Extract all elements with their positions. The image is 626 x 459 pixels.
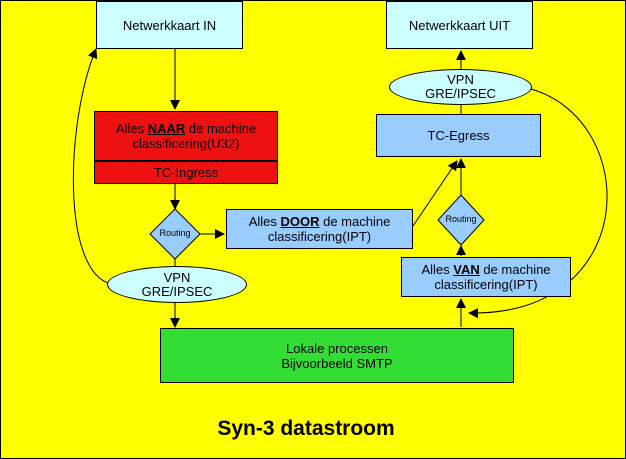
edge-door-to-egress bbox=[412, 160, 458, 227]
van-line1: Alles VAN de machine bbox=[421, 262, 551, 277]
local-processes-box: Lokale processen Bijvoorbeeld SMTP bbox=[160, 328, 514, 383]
vpn-top-line1: VPN bbox=[447, 72, 474, 87]
edge-vpn-bottom-to-nic-in bbox=[72, 48, 112, 285]
van-line2: classificering(IPT) bbox=[434, 277, 538, 292]
naar-box: Alles NAAR de machine classificering(U32… bbox=[94, 111, 278, 161]
diagram-title: Syn-3 datastroom bbox=[217, 417, 395, 440]
vpn-top-ellipse: VPN GRE/IPSEC bbox=[389, 69, 532, 105]
nic-out-box: Netwerkkaart UIT bbox=[386, 1, 533, 49]
door-box: Alles DOOR de machine classificering(IPT… bbox=[226, 209, 413, 249]
vpn-bottom-line1: VPN bbox=[163, 269, 191, 285]
vpn-bottom-line2: GRE/IPSEC bbox=[141, 283, 213, 299]
tc-ingress-box: TC-Ingress bbox=[94, 161, 278, 184]
naar-line1: Alles NAAR de machine bbox=[115, 121, 257, 136]
vpn-top-line2: GRE/IPSEC bbox=[425, 86, 496, 101]
routing-right-label: Routing bbox=[445, 214, 477, 224]
nic-in-box: Netwerkkaart IN bbox=[96, 1, 243, 49]
van-box: Alles VAN de machine classificering(IPT) bbox=[401, 257, 571, 297]
edge-vpn-top-loop bbox=[468, 88, 608, 319]
routing-right-diamond bbox=[437, 194, 485, 246]
nic-out-label: Netwerkkaart UIT bbox=[408, 17, 511, 33]
routing-left-label: Routing bbox=[159, 228, 191, 238]
tc-egress-label: TC-Egress bbox=[427, 128, 490, 143]
door-line1: Alles DOOR de machine bbox=[248, 214, 391, 229]
local-line1: Lokale processen bbox=[286, 340, 388, 356]
vpn-bottom-ellipse: VPN GRE/IPSEC bbox=[107, 266, 247, 303]
local-line2: Bijvoorbeeld SMTP bbox=[281, 355, 393, 371]
tc-ingress-label: TC-Ingress bbox=[153, 165, 219, 180]
routing-left-diamond bbox=[149, 208, 201, 260]
door-line2: classificering(IPT) bbox=[267, 229, 372, 244]
tc-egress-box: TC-Egress bbox=[376, 114, 541, 157]
naar-line2: classificering(U32) bbox=[132, 136, 240, 151]
nic-in-label: Netwerkkaart IN bbox=[122, 17, 217, 33]
